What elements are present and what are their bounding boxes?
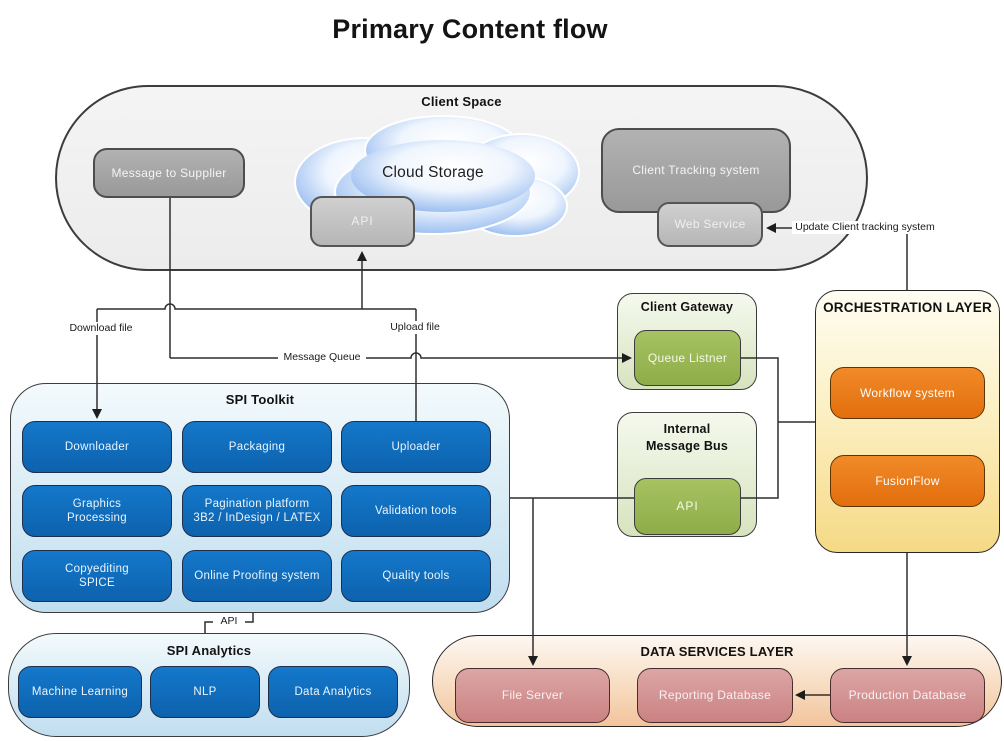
workflow-system-node: Workflow system (830, 367, 985, 419)
workflow-system-label: Workflow system (860, 385, 955, 400)
spi-analytics-label: SPI Analytics (166, 643, 252, 658)
web-service-label: Web Service (674, 217, 746, 231)
arrow-into-file-server (528, 656, 538, 666)
internal-message-bus-label-line1: Internal (663, 422, 711, 436)
reporting-database-node: Reporting Database (637, 668, 793, 723)
orchestration-layer-label: ORCHESTRATION LAYER (823, 300, 992, 315)
quality-tools-node: Quality tools (341, 550, 491, 602)
pagination-platform-node: Pagination platform 3B2 / InDesign / LAT… (182, 485, 332, 537)
download-file-label: Download file (62, 322, 140, 335)
packaging-label: Packaging (228, 440, 286, 453)
downloader-node: Downloader (22, 421, 172, 473)
copyediting-spice-label-line2: SPICE (78, 577, 115, 589)
cloud-api-node: API (310, 196, 415, 247)
queue-listner-node: Queue Listner (634, 330, 741, 386)
message-to-supplier-node: Message to Supplier (93, 148, 245, 198)
nlp-label: NLP (193, 685, 217, 698)
data-analytics-node: Data Analytics (268, 666, 398, 718)
production-database-label: Production Database (848, 688, 967, 702)
client-space-label: Client Space (421, 94, 502, 109)
spi-toolkit-label: SPI Toolkit (225, 392, 295, 407)
arrow-download-into-downloader (92, 409, 102, 419)
data-analytics-label: Data Analytics (294, 685, 372, 698)
bus-api-node: API (634, 478, 741, 535)
downloader-label: Downloader (64, 440, 130, 453)
copyediting-spice-node: Copyediting SPICE (22, 550, 172, 602)
orchestration-layer-container: ORCHESTRATION LAYER (815, 290, 1000, 553)
message-to-supplier-label: Message to Supplier (111, 165, 227, 180)
page-title: Primary Content flow (332, 14, 608, 44)
uploader-label: Uploader (391, 440, 441, 453)
validation-tools-label: Validation tools (375, 504, 457, 517)
nlp-node: NLP (150, 666, 260, 718)
graphics-processing-label-line2: Processing (67, 512, 127, 524)
machine-learning-label: Machine Learning (31, 685, 129, 698)
bus-api-label: API (676, 499, 699, 513)
fusionflow-node: FusionFlow (830, 455, 985, 507)
arrow-upload-into-api (357, 251, 367, 261)
internal-message-bus-label-line2: Message Bus (645, 439, 729, 453)
fusionflow-label: FusionFlow (875, 473, 940, 488)
api-link-label: API (213, 615, 245, 628)
client-gateway-label: Client Gateway (640, 300, 734, 314)
arrow-into-queue-listner (622, 353, 632, 363)
upload-file-label: Upload file (377, 321, 453, 334)
copyediting-spice-label-line1: Copyediting (64, 562, 130, 575)
online-proofing-label: Online Proofing system (194, 569, 320, 582)
validation-tools-node: Validation tools (341, 485, 491, 537)
queue-listner-label: Queue Listner (647, 350, 728, 365)
web-service-node: Web Service (657, 202, 763, 247)
cloud-api-label: API (351, 214, 374, 228)
file-server-label: File Server (501, 688, 564, 702)
internal-message-bus-label: Internal Message Bus (618, 421, 756, 455)
message-queue-label: Message Queue (278, 351, 366, 364)
update-client-tracking-label: Update Client tracking system (792, 221, 938, 234)
client-tracking-system-node: Client Tracking system (601, 128, 791, 213)
file-server-node: File Server (455, 668, 610, 723)
online-proofing-node: Online Proofing system (182, 550, 332, 602)
machine-learning-node: Machine Learning (18, 666, 142, 718)
quality-tools-label: Quality tools (382, 569, 450, 582)
graphics-processing-label-line1: Graphics (72, 497, 122, 510)
data-services-layer-label: DATA SERVICES LAYER (640, 644, 794, 659)
pagination-platform-label-line2: 3B2 / InDesign / LATEX (193, 512, 321, 524)
arrow-into-web-service (766, 223, 776, 233)
client-tracking-system-label: Client Tracking system (632, 163, 760, 177)
production-database-node: Production Database (830, 668, 985, 723)
graphics-processing-node: Graphics Processing (22, 485, 172, 537)
arrow-into-production-database (902, 656, 912, 666)
cloud-storage-label: Cloud Storage (382, 164, 484, 181)
arrow-into-reporting-database (795, 690, 805, 700)
pagination-platform-label-line1: Pagination platform (204, 497, 310, 510)
uploader-node: Uploader (341, 421, 491, 473)
reporting-database-label: Reporting Database (658, 688, 772, 702)
packaging-node: Packaging (182, 421, 332, 473)
